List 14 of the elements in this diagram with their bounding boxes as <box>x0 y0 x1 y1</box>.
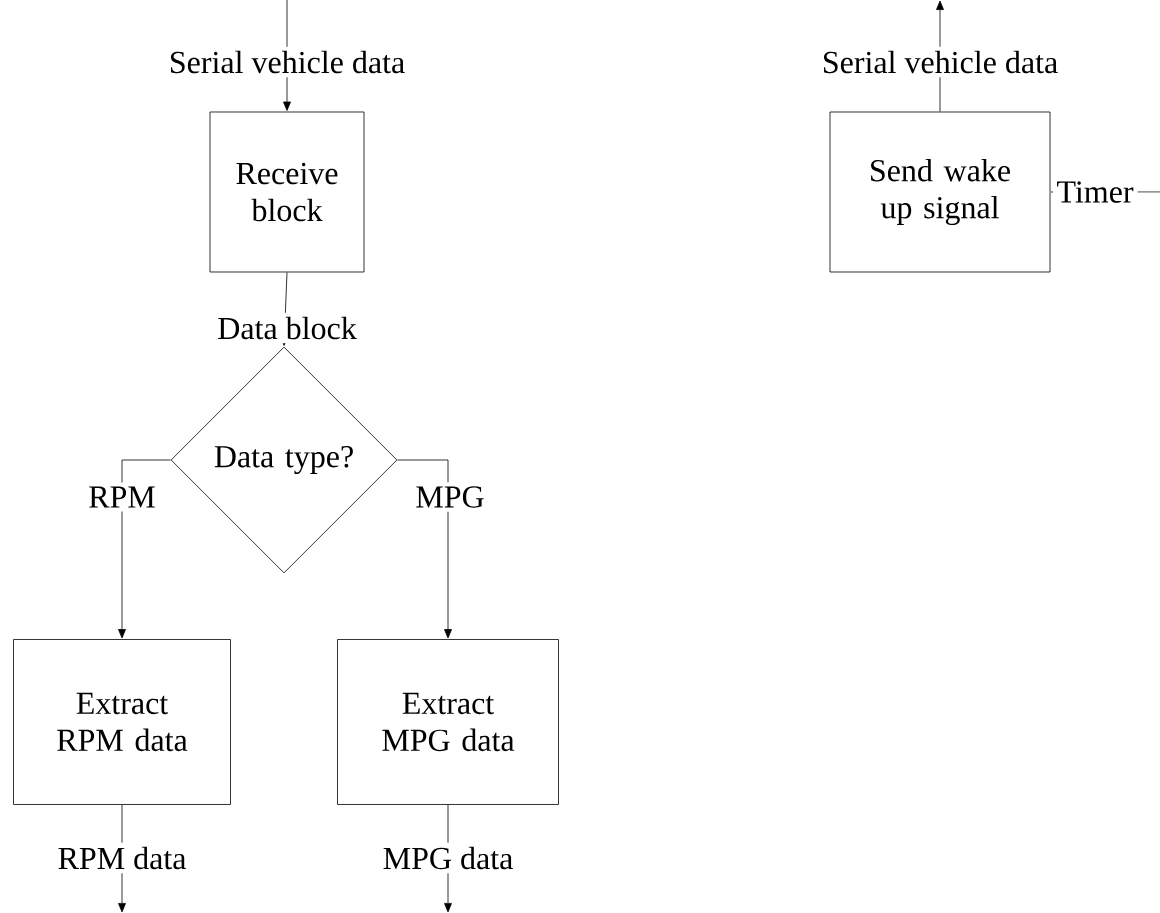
edge-label: MPG <box>411 482 489 512</box>
edge-label: MPG data <box>378 842 518 874</box>
edge-label: RPM <box>84 482 160 512</box>
arrow <box>118 459 171 639</box>
edge-label: Data block <box>213 312 361 344</box>
process-box: Send wake up signal <box>829 111 1051 273</box>
process-box: Extract RPM data <box>13 639 231 805</box>
edge-label: Timer <box>1052 177 1138 207</box>
process-box: Extract MPG data <box>337 639 559 805</box>
edge-label: Serial vehicle data <box>164 46 410 78</box>
process-box: Receive block <box>209 111 365 273</box>
edge-label: RPM data <box>53 842 191 874</box>
edge-label: Serial vehicle data <box>817 46 1063 78</box>
arrow <box>397 459 452 639</box>
